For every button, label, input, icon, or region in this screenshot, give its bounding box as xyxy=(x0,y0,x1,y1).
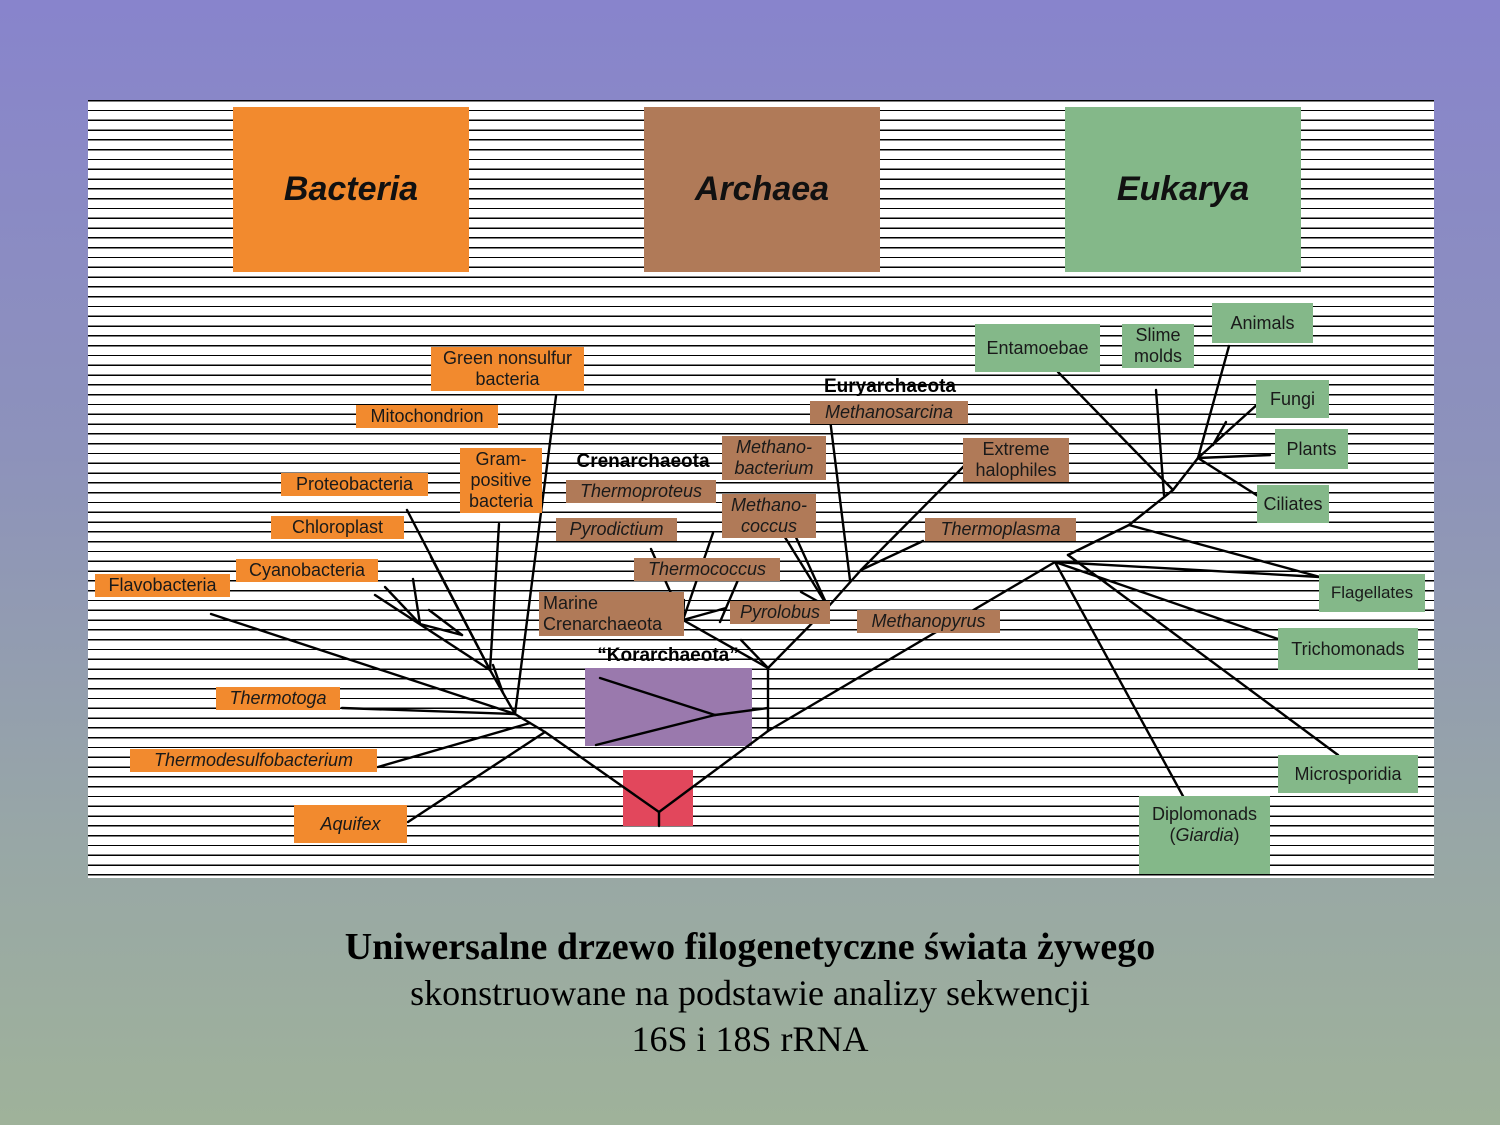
label-chloroplast: Chloroplast xyxy=(271,516,404,539)
label-proteobacteria: Proteobacteria xyxy=(281,473,428,496)
label-microsporidia: Microsporidia xyxy=(1278,755,1418,793)
label-pyrodictium: Pyrodictium xyxy=(556,518,677,541)
label-thermodesulfobacterium: Thermodesulfobacterium xyxy=(130,749,377,772)
label-marine-crenarchaeota: Marine Crenarchaeota xyxy=(539,592,684,636)
slide-caption: Uniwersalne drzewo filogenetyczne świata… xyxy=(0,924,1500,1062)
label-methanopyrus: Methanopyrus xyxy=(857,610,1000,633)
domain-archaea: Archaea xyxy=(644,107,880,272)
label-aquifex: Aquifex xyxy=(294,805,407,843)
label-line: positive xyxy=(470,470,532,490)
label-methanococcus: Methano- coccus xyxy=(722,494,816,538)
label-line: bacterium xyxy=(734,458,814,478)
label-green-nonsulfur-bacteria: Green nonsulfur bacteria xyxy=(431,347,584,391)
label-line: bacteria xyxy=(475,369,540,389)
label-line: Diplomonads xyxy=(1151,804,1258,824)
label-diplomonads: Diplomonads (Giardia) xyxy=(1139,796,1270,874)
phylogenetic-tree-panel: Bacteria Archaea Eukarya Green nonsulfur… xyxy=(88,100,1434,878)
label-crenarchaeota: Crenarchaeota xyxy=(576,451,710,472)
label-line: bacteria xyxy=(468,491,534,511)
label-methanosarcina: Methanosarcina xyxy=(810,401,968,424)
label-line: Crenarchaeota xyxy=(543,614,663,634)
label-flavobacteria: Flavobacteria xyxy=(95,574,230,597)
label-ciliates: Ciliates xyxy=(1257,485,1329,523)
korarchaeota-box xyxy=(585,668,752,746)
label-animals: Animals xyxy=(1212,303,1313,343)
caption-subtitle-2: 16S i 18S rRNA xyxy=(631,1019,869,1059)
label-mitochondrion: Mitochondrion xyxy=(356,405,498,428)
domain-eukarya: Eukarya xyxy=(1065,107,1301,272)
label-thermococcus: Thermococcus xyxy=(634,558,780,581)
label-extreme-halophiles: Extreme halophiles xyxy=(963,438,1069,482)
label-line: coccus xyxy=(740,516,798,536)
label-part: ) xyxy=(1233,825,1240,845)
label-line: Gram- xyxy=(475,449,527,469)
label-trichomonads: Trichomonads xyxy=(1278,628,1418,670)
label-cyanobacteria: Cyanobacteria xyxy=(236,559,378,582)
label-korarchaeota: “Korarchaeota” xyxy=(597,645,739,666)
label-line: Methano- xyxy=(730,495,808,515)
label-methanobacterium: Methano- bacterium xyxy=(722,436,826,480)
caption-subtitle: skonstruowane na podstawie analizy sekwe… xyxy=(410,973,1090,1013)
label-entamoebae: Entamoebae xyxy=(975,324,1100,372)
label-euryarchaeota: Euryarchaeota xyxy=(823,376,956,397)
label-line: (Giardia) xyxy=(1143,825,1266,846)
label-thermoplasma: Thermoplasma xyxy=(925,518,1076,541)
tree-branches xyxy=(209,344,1340,828)
label-line: halophiles xyxy=(975,460,1057,480)
label-line: Marine xyxy=(543,593,599,613)
label-giardia: Giardia xyxy=(1175,825,1234,845)
label-fungi: Fungi xyxy=(1256,380,1329,418)
label-slime-molds: Slime molds xyxy=(1122,324,1194,368)
caption-title: Uniwersalne drzewo filogenetyczne świata… xyxy=(344,926,1156,968)
label-gram-positive-bacteria: Gram- positive bacteria xyxy=(460,448,542,513)
label-plants: Plants xyxy=(1275,429,1348,469)
label-pyrolobus: Pyrolobus xyxy=(730,601,830,624)
label-line: Extreme xyxy=(982,439,1050,459)
label-thermotoga: Thermotoga xyxy=(216,687,340,710)
label-line: Green nonsulfur xyxy=(442,348,573,368)
label-line: molds xyxy=(1133,346,1182,366)
label-flagellates: Flagellates xyxy=(1319,574,1425,612)
domain-bacteria: Bacteria xyxy=(233,107,469,272)
label-thermoproteus: Thermoproteus xyxy=(566,480,716,503)
label-part: ( xyxy=(1169,825,1176,845)
label-line: Slime xyxy=(1135,325,1181,345)
label-line: Methano- xyxy=(735,437,813,457)
